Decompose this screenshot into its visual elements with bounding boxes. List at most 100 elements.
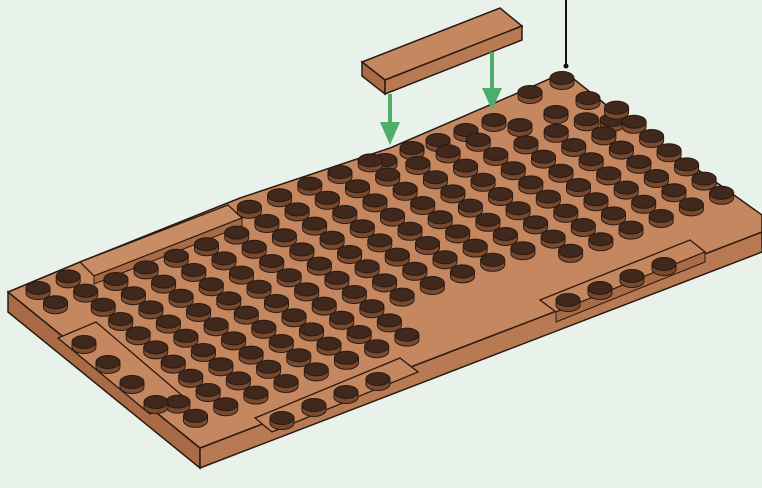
stud — [307, 257, 331, 275]
stud — [679, 198, 703, 216]
stud — [255, 215, 279, 233]
stud — [179, 369, 203, 387]
stud — [139, 301, 163, 319]
stud — [268, 189, 292, 207]
stud — [395, 328, 419, 346]
stud — [247, 280, 271, 298]
stud — [350, 220, 374, 238]
stud — [144, 341, 168, 359]
stud — [358, 154, 382, 172]
stud — [377, 314, 401, 332]
stud — [614, 181, 638, 199]
stud — [662, 184, 686, 202]
stud — [303, 217, 327, 235]
stud — [204, 318, 228, 336]
stud — [144, 396, 168, 414]
stud — [550, 72, 574, 90]
stud — [514, 136, 538, 154]
stud — [360, 300, 384, 318]
stud — [312, 297, 336, 315]
stud — [609, 141, 633, 159]
stud — [476, 213, 500, 231]
stud — [56, 270, 80, 288]
stud — [195, 238, 219, 256]
stud — [579, 153, 603, 171]
stud — [320, 231, 344, 249]
stud — [597, 167, 621, 185]
stud — [549, 164, 573, 182]
stud — [287, 349, 311, 367]
stud — [270, 412, 294, 430]
stud — [441, 185, 465, 203]
stud — [328, 166, 352, 184]
stud — [466, 133, 490, 151]
stud — [347, 326, 371, 344]
floating-tile — [362, 8, 522, 94]
stud — [657, 144, 681, 162]
stud — [574, 113, 598, 131]
stud — [269, 335, 293, 353]
stud — [632, 195, 656, 213]
stud — [212, 252, 236, 270]
stud — [463, 239, 487, 257]
stud — [285, 203, 309, 221]
stud — [501, 162, 525, 180]
stud — [588, 282, 612, 300]
stud — [182, 264, 206, 282]
stud — [333, 206, 357, 224]
stud — [252, 320, 276, 338]
stud — [295, 283, 319, 301]
stud — [541, 230, 565, 248]
stud — [274, 375, 298, 393]
stud — [169, 289, 193, 307]
stud — [589, 233, 613, 251]
stud — [174, 329, 198, 347]
stud — [652, 258, 676, 276]
stud — [156, 315, 180, 333]
stud — [209, 358, 233, 376]
stud — [381, 208, 405, 226]
stud — [104, 273, 128, 291]
stud — [692, 172, 716, 190]
stud — [458, 199, 482, 217]
stud — [640, 130, 664, 148]
stud — [214, 398, 238, 416]
stud — [298, 177, 322, 195]
stud — [317, 337, 341, 355]
stud — [559, 244, 583, 262]
stud — [385, 248, 409, 266]
stud — [366, 373, 390, 391]
stud — [436, 145, 460, 163]
stud — [242, 240, 266, 258]
stud — [423, 171, 447, 189]
stud — [592, 127, 616, 145]
stud — [428, 211, 452, 229]
stud — [196, 384, 220, 402]
stud — [398, 222, 422, 240]
stud — [508, 119, 532, 137]
stud — [481, 253, 505, 271]
stud — [96, 356, 120, 374]
stud — [330, 311, 354, 329]
stud — [373, 274, 397, 292]
stud — [304, 363, 328, 381]
stud — [605, 101, 629, 119]
stud — [257, 360, 281, 378]
stud — [234, 306, 258, 324]
stud — [300, 323, 324, 341]
stud — [346, 180, 370, 198]
stud — [390, 288, 414, 306]
stud — [74, 284, 98, 302]
stud — [393, 182, 417, 200]
stud — [544, 124, 568, 142]
stud — [451, 265, 475, 283]
stud — [315, 191, 339, 209]
stud — [342, 286, 366, 304]
stud — [26, 282, 50, 300]
stud — [365, 340, 389, 358]
stud — [649, 210, 673, 228]
stud — [524, 216, 548, 234]
stud — [120, 376, 144, 394]
stud — [493, 228, 517, 246]
